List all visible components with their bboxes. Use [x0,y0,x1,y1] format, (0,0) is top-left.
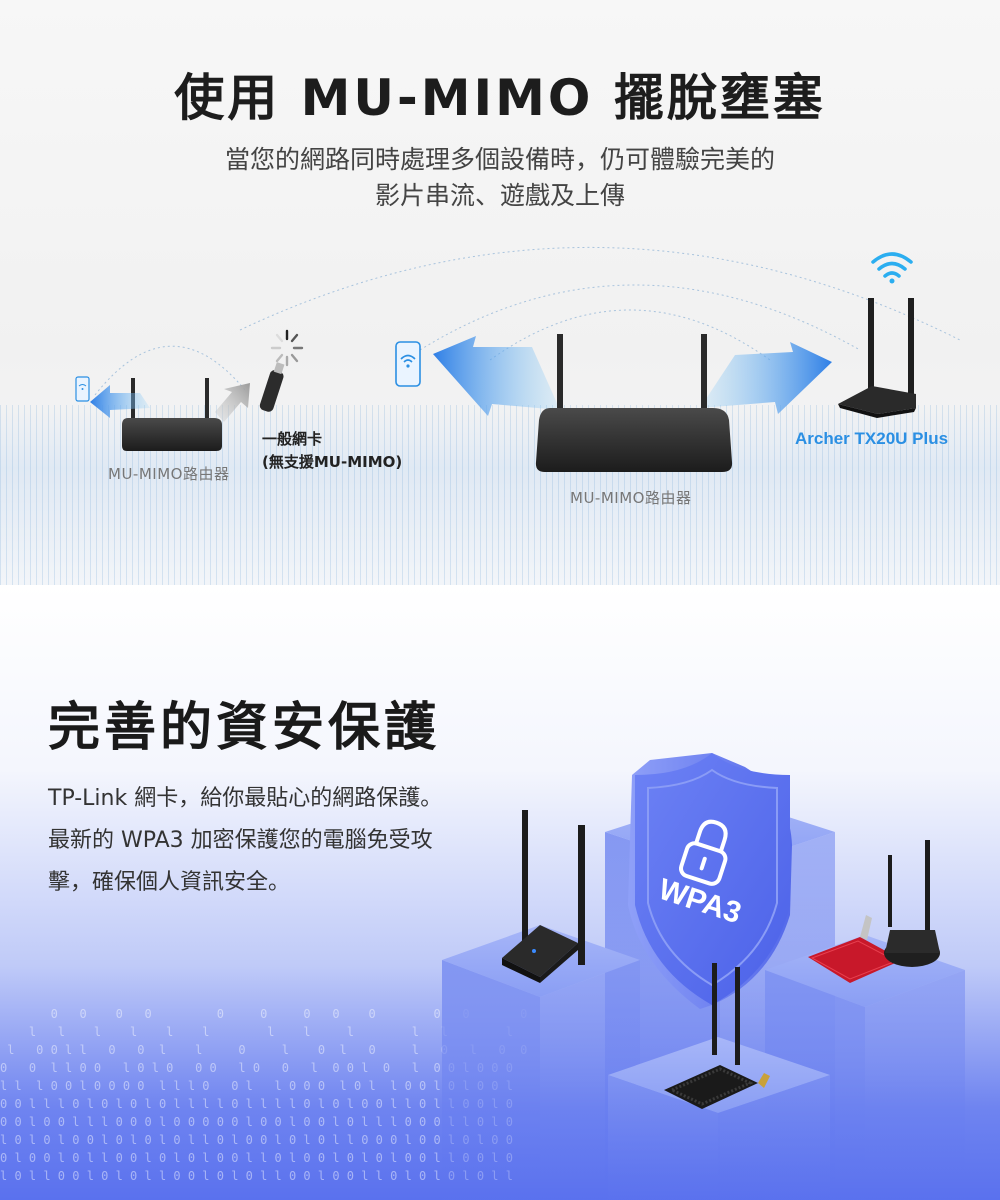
wifi-icon-dot [889,278,895,284]
router-left-label: MU-MIMO路由器 [108,465,230,483]
security-body-line: TP-Link 網卡，給你最貼心的網路保護。 [48,786,443,811]
security-body: TP-Link 網卡，給你最貼心的網路保護。 最新的 WPA3 加密保護您的電腦… [48,778,508,904]
usb-adapter-device [502,810,585,983]
security-body-line: 最新的 WPA3 加密保護您的電腦免受攻 [48,828,433,853]
generic-usb-card [259,362,285,412]
loading-spinner-icon [270,329,304,367]
blue-arrow-main-right [700,342,832,414]
wifi-icon [871,252,913,278]
router-right-label: MU-MIMO路由器 [570,489,692,507]
blue-arrow-left [90,385,150,418]
mu-mimo-section: 使用 MU-MIMO 擺脫壅塞 當您的網路同時處理多個設備時，仍可體驗完美的 影… [0,0,1000,585]
mu-mimo-subtitle: 當您的網路同時處理多個設備時，仍可體驗完美的 影片串流、遊戲及上傳 [0,142,1000,214]
security-section: 0 0 0 0 0 0 0 0 0 0 0 0 l l l l l l l l … [0,585,1000,1200]
router-right [535,334,733,472]
signal-arc [419,284,861,351]
generic-card-label-line1: 一般網卡 [262,430,323,448]
mu-mimo-title: 使用 MU-MIMO 擺脫壅塞 [174,69,826,127]
router-left [122,378,222,451]
signal-arc [239,247,961,341]
subtitle-line: 當您的網路同時處理多個設備時，仍可體驗完美的 [224,145,775,174]
phone-wifi-icon [75,376,90,402]
pillar-front [608,1037,830,1200]
wpa3-shield [628,753,792,1009]
signal-arc [489,309,771,361]
lock-icon [679,819,728,886]
blue-arrow-main-left [433,336,560,416]
generic-card-label: 一般網卡 (無支援MU-MIMO) [262,428,402,474]
security-scene: WPA3 [442,753,965,1200]
signal-arc [94,345,246,396]
archer-label: Archer TX20U Plus [795,429,949,448]
security-title: 完善的資安保護 [48,698,441,758]
subtitle-line: 影片串流、遊戲及上傳 [374,181,625,210]
mu-mimo-scene [75,247,961,472]
archer-tx20u-plus-device [838,298,916,418]
security-body-line: 擊，確保個人資訊安全。 [48,870,291,895]
pcie-card-device [808,840,940,983]
phone-wifi-icon [395,341,421,387]
gray-arrow [215,383,250,422]
m2-card-device [664,963,770,1109]
generic-card-label-line2: (無支援MU-MIMO) [262,453,403,471]
